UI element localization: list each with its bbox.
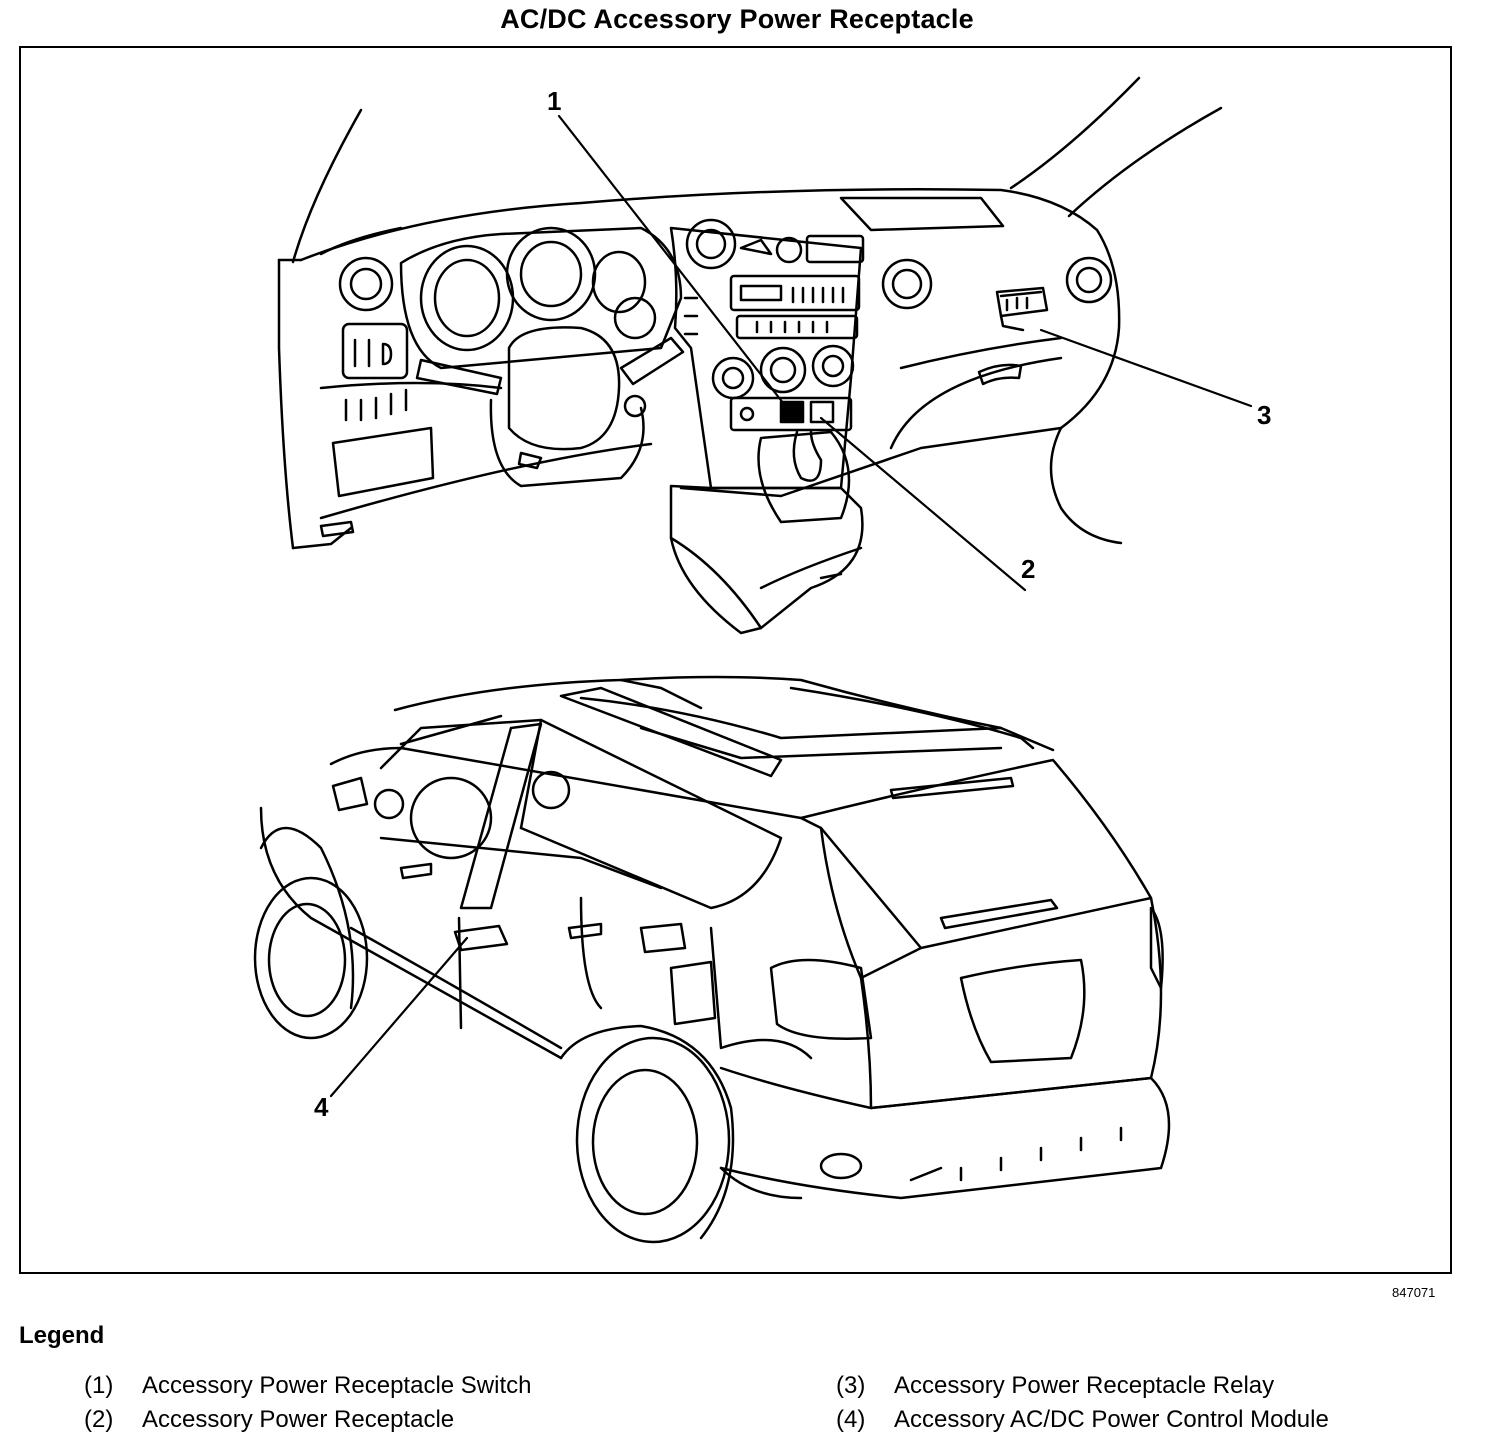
legend-heading: Legend (19, 1322, 105, 1349)
legend-item-number: (1) (84, 1372, 114, 1399)
legend-item-number: (4) (836, 1406, 866, 1433)
callout-1: 1 (547, 86, 561, 116)
legend-item-label: Accessory Power Receptacle (142, 1406, 455, 1433)
legend-item-number: (3) (836, 1372, 866, 1399)
legend-item-number: (2) (84, 1406, 114, 1433)
legend-item: (2) Accessory Power Receptacle (84, 1406, 454, 1434)
legend-item-label: Accessory AC/DC Power Control Module (894, 1406, 1329, 1433)
legend-item: (3) Accessory Power Receptacle Relay (836, 1372, 1274, 1400)
vehicle-illustration (253, 675, 1171, 1244)
callout-labels: 1 2 3 4 (314, 86, 1271, 1122)
component-locator-diagram: 1 2 3 4 (253, 76, 1271, 1244)
page-title: AC/DC Accessory Power Receptacle (500, 4, 974, 34)
figure-number: 847071 (1392, 1285, 1436, 1300)
diagram-frame: 1 2 3 4 (19, 46, 1452, 1274)
leader-lines (329, 114, 1253, 1098)
callout-2: 2 (1021, 554, 1035, 584)
legend-item: (1) Accessory Power Receptacle Switch (84, 1372, 531, 1400)
dashboard-illustration (277, 76, 1223, 635)
legend-item-label: Accessory Power Receptacle Relay (894, 1372, 1275, 1399)
callout-3: 3 (1257, 400, 1271, 430)
legend-item: (4) Accessory AC/DC Power Control Module (836, 1406, 1329, 1434)
callout-4: 4 (314, 1092, 329, 1122)
legend-item-label: Accessory Power Receptacle Switch (142, 1372, 532, 1399)
